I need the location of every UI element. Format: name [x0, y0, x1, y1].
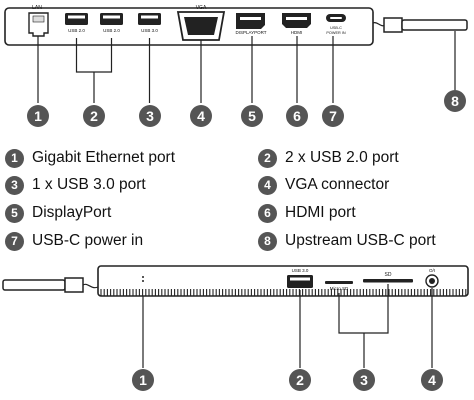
legend-label-4: VGA connector [285, 176, 390, 193]
callout-8: 8 [444, 90, 466, 112]
side-callout-1: 1 [132, 369, 154, 391]
legend-label-5: DisplayPort [32, 204, 112, 221]
legend-item-1: 1 Gigabit Ethernet port [5, 146, 175, 170]
ethernet-port-label: LAN [32, 5, 42, 11]
audio-label: O/I [429, 268, 435, 273]
side-callout-3: 3 [353, 369, 375, 391]
legend-label-6: HDMI port [285, 204, 356, 221]
callout-3: 3 [139, 105, 161, 127]
legend-num-2: 2 [258, 148, 277, 168]
top-leader-lines [37, 31, 456, 103]
indicator-dots [142, 276, 144, 282]
side-leader-lines [142, 284, 433, 368]
legend-label-3: 1 x USB 3.0 port [32, 176, 146, 193]
usbc-power-label-line1: USB-C [330, 26, 342, 30]
sd-label: SD [385, 272, 392, 278]
ethernet-port-icon: LAN [28, 5, 49, 37]
callout-4: 4 [190, 105, 212, 127]
usb3-port-label: USB 3.0 [141, 28, 158, 33]
legend-item-6: 6 HDMI port [258, 201, 356, 225]
usb2-port-b-icon: USB 2.0 [100, 13, 123, 33]
hdmi-port-icon: HDMI [282, 13, 311, 35]
side-view: USB 3.0 Micro SD SD O/I [2, 265, 469, 391]
svg-text:1: 1 [34, 108, 42, 124]
legend-item-8: 8 Upstream USB-C port [258, 229, 436, 253]
svg-text:4: 4 [197, 108, 205, 124]
legend-num-5: 5 [5, 203, 24, 223]
upstream-usbc-cable-icon [372, 17, 468, 33]
legend-item-4: 4 VGA connector [258, 173, 389, 197]
svg-text:3: 3 [146, 108, 154, 124]
svg-text:3: 3 [360, 372, 368, 388]
callout-2: 2 [83, 105, 105, 127]
svg-text:4: 4 [428, 372, 436, 388]
usb2-port-a-icon: USB 2.0 [65, 13, 88, 33]
usb3-port-icon: USB 3.0 [138, 13, 161, 33]
side-usb3-label: USB 3.0 [292, 268, 309, 273]
legend-label-7: USB-C power in [32, 232, 144, 249]
legend-num-7: 7 [5, 231, 24, 251]
legend-item-2: 2 2 x USB 2.0 port [258, 146, 399, 170]
side-callout-2: 2 [289, 369, 311, 391]
svg-text:2: 2 [90, 108, 98, 124]
legend-label-8: Upstream USB-C port [285, 232, 436, 249]
legend-item-3: 3 1 x USB 3.0 port [5, 173, 146, 197]
sd-slot-icon: SD [363, 272, 413, 283]
dock-grip-texture [100, 289, 467, 296]
legend-item-5: 5 DisplayPort [5, 201, 111, 225]
callout-6: 6 [286, 105, 308, 127]
callout-1: 1 [27, 105, 49, 127]
usb2-port-a-label: USB 2.0 [68, 28, 85, 33]
side-usb3-port-icon: USB 3.0 [287, 268, 313, 288]
legend-num-6: 6 [258, 203, 277, 223]
hdmi-port-label: HDMI [291, 30, 303, 35]
usbc-power-port-icon: USB-C POWER IN [326, 14, 346, 35]
displayport-icon: DISPLAYPORT [235, 13, 267, 35]
svg-text:5: 5 [248, 108, 256, 124]
microsd-label: Micro SD [330, 286, 349, 291]
audio-jack-icon: O/I [425, 268, 439, 288]
callout-7: 7 [322, 105, 344, 127]
displayport-label: DISPLAYPORT [235, 30, 266, 35]
legend-label-1: Gigabit Ethernet port [32, 149, 176, 166]
microsd-slot-icon: Micro SD [325, 281, 353, 291]
legend-num-1: 1 [5, 148, 24, 168]
usbc-power-label-line2: POWER IN [326, 31, 345, 35]
legend-item-7: 7 USB-C power in [5, 229, 143, 253]
svg-text:6: 6 [293, 108, 301, 124]
side-callouts: 1 2 3 4 [132, 369, 443, 391]
svg-text:7: 7 [329, 108, 337, 124]
side-callout-4: 4 [421, 369, 443, 391]
top-callouts: 1 2 3 4 5 6 7 8 [27, 90, 466, 127]
callout-5: 5 [241, 105, 263, 127]
legend-num-4: 4 [258, 175, 277, 195]
svg-text:8: 8 [451, 93, 459, 109]
svg-text:2: 2 [296, 372, 304, 388]
side-cable-icon [2, 277, 99, 293]
legend-label-2: 2 x USB 2.0 port [285, 149, 399, 166]
usb2-port-b-label: USB 2.0 [103, 28, 120, 33]
svg-text:1: 1 [139, 372, 147, 388]
vga-port-label: VGA [196, 5, 207, 11]
vga-port-icon: VGA [176, 5, 226, 41]
legend-num-8: 8 [258, 231, 277, 251]
legend-num-3: 3 [5, 175, 24, 195]
top-view: LAN USB 2.0 USB 2.0 USB 3.0 VGA [4, 5, 468, 127]
